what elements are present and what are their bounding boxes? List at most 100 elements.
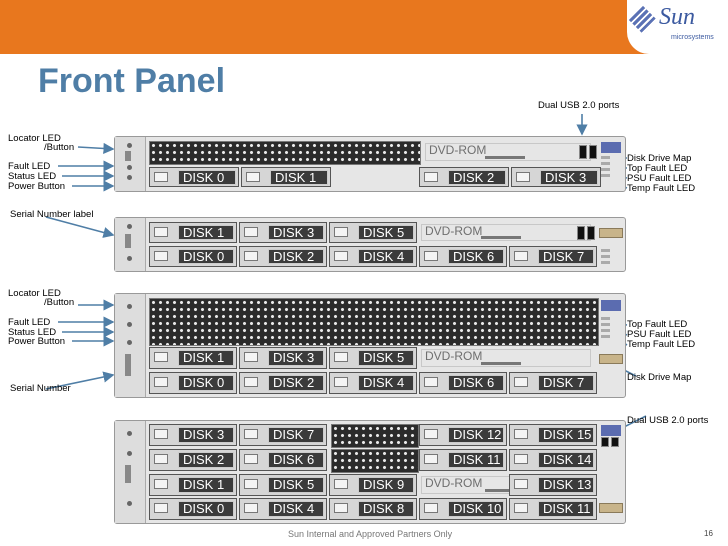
- disk-slot: DISK 15: [538, 427, 594, 443]
- arrow-serial-label: [45, 216, 115, 238]
- power-button-icon: [127, 340, 132, 345]
- header-banner: [0, 0, 728, 54]
- drive-bay: DISK 4: [329, 246, 417, 267]
- disk-slot: DISK 9: [358, 477, 414, 493]
- sun-logo-text: Sun: [659, 4, 695, 30]
- disk-slot: DISK 7: [268, 427, 324, 443]
- drive-bay: DISK 10: [419, 498, 507, 520]
- drive-bay: DISK 8: [329, 498, 417, 520]
- label-fault-led-b: Fault LED: [8, 317, 51, 328]
- server-1u-4disk: DVD-ROM DISK 0 DISK 1 DISK 2 DISK 3: [114, 136, 626, 192]
- serial-number-tag: [125, 234, 131, 248]
- disk-drive-map-icon: [599, 503, 623, 513]
- power-button-icon: [127, 256, 132, 261]
- disk-slot: DISK 7: [538, 375, 594, 391]
- server1-dvd-slot: [485, 156, 525, 159]
- drive-bay: DISK 13: [509, 474, 597, 496]
- drive-bay: DISK 11: [509, 498, 597, 520]
- server2-status-leds: [601, 246, 621, 267]
- locator-led-icon: [127, 143, 132, 148]
- drive-bay: DISK 3: [239, 222, 327, 243]
- page-title: Front Panel: [38, 62, 226, 100]
- disk-slot: DISK 0: [178, 249, 234, 264]
- drive-bay: DISK 14: [509, 449, 597, 471]
- disk-slot: DISK 5: [268, 477, 324, 493]
- serial-number-tag: [125, 354, 131, 376]
- disk-slot: DISK 7: [538, 249, 594, 264]
- disk-slot: DISK 1: [178, 225, 234, 240]
- drive-bay: DISK 6: [239, 449, 327, 471]
- server3-dvd-slot: [481, 362, 521, 365]
- drive-bay: DISK 3: [239, 347, 327, 369]
- sun-badge-icon: [601, 425, 621, 436]
- disk-slot: DISK 11: [538, 501, 594, 517]
- server3-vent: [149, 298, 599, 346]
- disk-slot: DISK 6: [268, 452, 324, 468]
- page-number: 16: [704, 529, 713, 538]
- disk-slot: DISK 13: [538, 477, 594, 493]
- footer-text: Sun Internal and Approved Partners Only: [288, 529, 453, 539]
- sun-logo-subtext: microsystems: [671, 34, 714, 41]
- label-status-led-a: Status LED: [8, 171, 57, 182]
- server2-front-ear: [115, 218, 146, 271]
- disk-slot: DISK 1: [270, 170, 328, 185]
- drive-bay: DISK 7: [509, 372, 597, 394]
- disk-slot: DISK 6: [448, 249, 504, 264]
- drive-bay: DISK 2: [419, 167, 509, 187]
- label-serial-number-label: Serial Number label: [10, 209, 94, 220]
- server4-dvd-slot: [485, 489, 525, 492]
- label-top-fault-led-b: Top Fault LED: [627, 319, 688, 330]
- disk-slot: DISK 3: [540, 170, 598, 185]
- drive-bay: DISK 3: [511, 167, 601, 187]
- disk-slot: DISK 0: [178, 375, 234, 391]
- drive-bay: DISK 9: [329, 474, 417, 496]
- label-temp-fault-led-b: Temp Fault LED: [627, 339, 696, 350]
- disk-slot: DISK 5: [358, 350, 414, 366]
- locator-led-icon: [127, 304, 132, 309]
- disk-slot: DISK 2: [448, 170, 506, 185]
- fault-led-icon: [127, 165, 132, 170]
- drive-bay: DISK 2: [149, 449, 237, 471]
- usb-port-icon: [601, 437, 609, 447]
- label-usb-ports-top: Dual USB 2.0 ports: [538, 100, 620, 111]
- power-button-icon: [127, 175, 132, 180]
- arrow-locator-a: [77, 142, 115, 155]
- usb-port-icon: [611, 437, 619, 447]
- label-locator-led-a: Locator LED: [8, 133, 61, 144]
- drive-bay: DISK 1: [241, 167, 331, 187]
- sun-badge-icon: [601, 300, 621, 311]
- server-1u-8disk: DISK 1 DISK 3 DISK 5 DVD-ROM DISK 0 DISK…: [114, 217, 626, 272]
- drive-bay: DISK 2: [239, 246, 327, 267]
- drive-bay: DISK 4: [239, 498, 327, 520]
- disk-drive-map-icon: [599, 354, 623, 364]
- server-2u-8disk: DISK 1 DISK 3 DISK 5 DVD-ROM DISK 0 DISK…: [114, 293, 626, 398]
- disk-slot: DISK 4: [358, 249, 414, 264]
- disk-slot: DISK 1: [178, 350, 234, 366]
- drive-bay: DISK 6: [419, 246, 507, 267]
- label-locator-led-b: Locator LED: [8, 288, 61, 299]
- server3-status-leds: [601, 314, 621, 341]
- serial-number-tag: [125, 465, 131, 483]
- drive-bay: DISK 0: [149, 498, 237, 520]
- server3-dvd-rom: DVD-ROM: [421, 349, 591, 367]
- disk-slot: DISK 2: [268, 249, 324, 264]
- power-button-icon: [127, 501, 132, 506]
- serial-number-tag: [125, 151, 131, 161]
- drive-bay: DISK 12: [419, 424, 507, 446]
- disk-slot: DISK 10: [448, 501, 504, 517]
- fault-led-icon: [127, 451, 132, 456]
- drive-bay: DISK 7: [509, 246, 597, 267]
- label-disk-drive-map-a: Disk Drive Map: [627, 153, 692, 164]
- server4-front-ear: [115, 421, 146, 523]
- sun-badge-icon: [601, 142, 621, 153]
- label-power-button-b: Power Button: [8, 336, 66, 347]
- label-serial-number: Serial Number: [10, 383, 71, 394]
- label-top-fault-led-a: Top Fault LED: [627, 163, 688, 174]
- disk-slot: DISK 0: [178, 501, 234, 517]
- disk-slot: DISK 6: [448, 375, 504, 391]
- disk-slot: DISK 8: [358, 501, 414, 517]
- usb-port-icon: [587, 226, 595, 240]
- server1-status-leds: [601, 153, 621, 180]
- server4-filler-vent: [331, 424, 419, 448]
- label-disk-drive-map-b: Disk Drive Map: [627, 372, 692, 383]
